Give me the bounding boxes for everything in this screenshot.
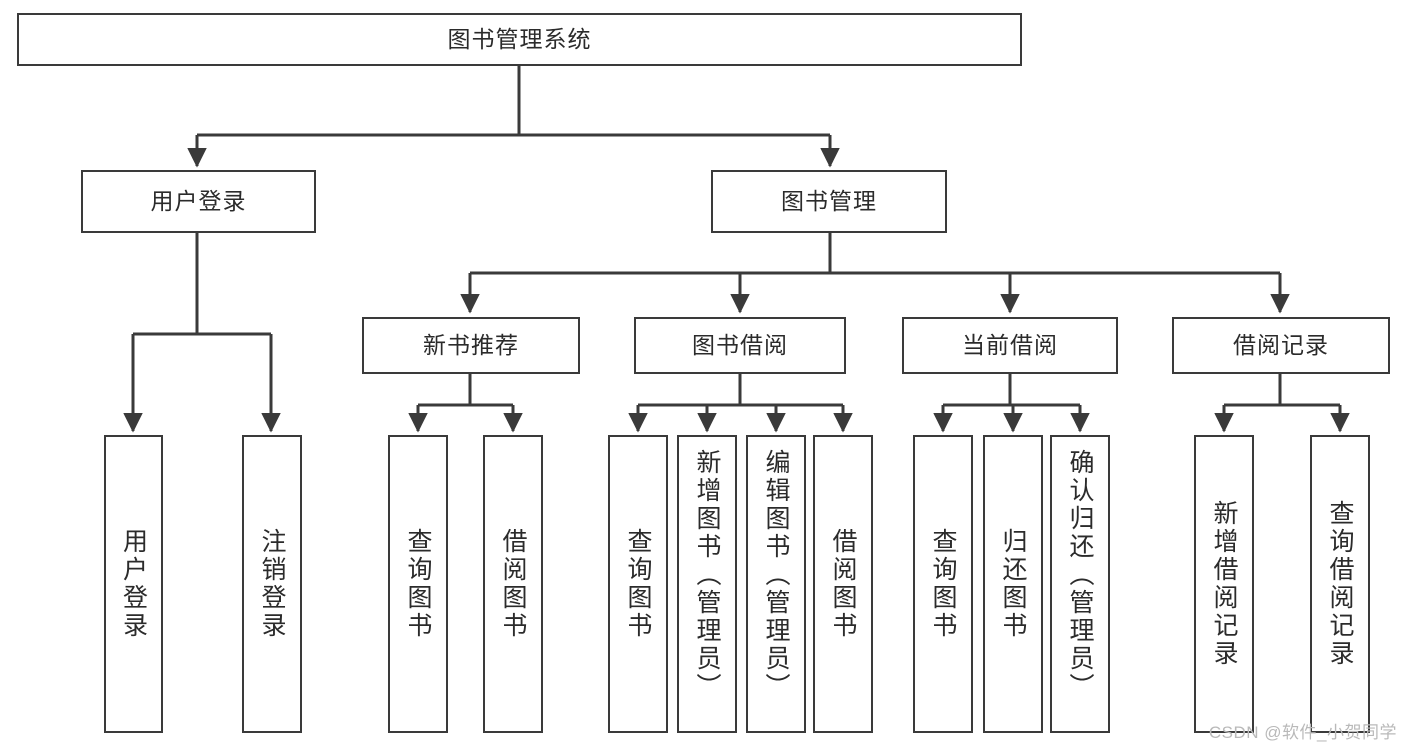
node-leaf-return-books-label: 归还图书 (999, 528, 1027, 640)
node-leaf-edit-book-admin[interactable]: 编辑图书（管理员） (746, 435, 806, 733)
node-leaf-edit-book-admin-label: 编辑图书（管理员） (762, 449, 790, 701)
node-leaf-query-books-borrow-label: 查询图书 (624, 528, 652, 640)
node-book-borrowing[interactable]: 图书借阅 (634, 317, 846, 374)
node-current-borrowing[interactable]: 当前借阅 (902, 317, 1118, 374)
node-root[interactable]: 图书管理系统 (17, 13, 1022, 66)
node-leaf-user-login-label: 用户登录 (119, 528, 148, 640)
node-leaf-logout[interactable]: 注销登录 (242, 435, 302, 733)
node-leaf-query-books-current[interactable]: 查询图书 (913, 435, 973, 733)
node-borrow-records-label: 借阅记录 (1233, 331, 1329, 358)
node-leaf-logout-label: 注销登录 (258, 528, 286, 640)
node-root-label: 图书管理系统 (447, 25, 592, 52)
node-user-login[interactable]: 用户登录 (81, 170, 316, 233)
node-leaf-add-borrow-record-label: 新增借阅记录 (1210, 500, 1238, 668)
node-leaf-add-book-admin[interactable]: 新增图书（管理员） (677, 435, 737, 733)
node-leaf-query-books-borrow[interactable]: 查询图书 (608, 435, 668, 733)
node-leaf-user-login[interactable]: 用户登录 (104, 435, 163, 733)
node-leaf-borrow-books-newbook-label: 借阅图书 (499, 528, 527, 640)
node-leaf-return-books[interactable]: 归还图书 (983, 435, 1043, 733)
node-leaf-add-book-admin-label: 新增图书（管理员） (693, 449, 721, 701)
node-leaf-query-books-newbook[interactable]: 查询图书 (388, 435, 448, 733)
node-leaf-borrow-books[interactable]: 借阅图书 (813, 435, 873, 733)
node-new-book-recommendation-label: 新书推荐 (423, 331, 519, 358)
node-book-management[interactable]: 图书管理 (711, 170, 947, 233)
node-leaf-borrow-books-label: 借阅图书 (829, 528, 857, 640)
node-leaf-borrow-books-newbook[interactable]: 借阅图书 (483, 435, 543, 733)
node-leaf-query-books-newbook-label: 查询图书 (404, 528, 432, 640)
node-book-borrowing-label: 图书借阅 (692, 331, 788, 358)
node-leaf-confirm-return-admin-label: 确认归还（管理员） (1066, 449, 1094, 701)
node-leaf-query-borrow-record[interactable]: 查询借阅记录 (1310, 435, 1370, 733)
node-leaf-query-borrow-record-label: 查询借阅记录 (1326, 500, 1354, 668)
node-current-borrowing-label: 当前借阅 (962, 331, 1058, 358)
node-leaf-confirm-return-admin[interactable]: 确认归还（管理员） (1050, 435, 1110, 733)
node-leaf-query-books-current-label: 查询图书 (929, 528, 957, 640)
node-user-login-label: 用户登录 (150, 187, 247, 214)
csdn-watermark: CSDN @软件_小贺同学 (1208, 723, 1397, 742)
node-leaf-add-borrow-record[interactable]: 新增借阅记录 (1194, 435, 1254, 733)
node-book-management-label: 图书管理 (781, 187, 877, 214)
node-new-book-recommendation[interactable]: 新书推荐 (362, 317, 580, 374)
node-borrow-records[interactable]: 借阅记录 (1172, 317, 1390, 374)
